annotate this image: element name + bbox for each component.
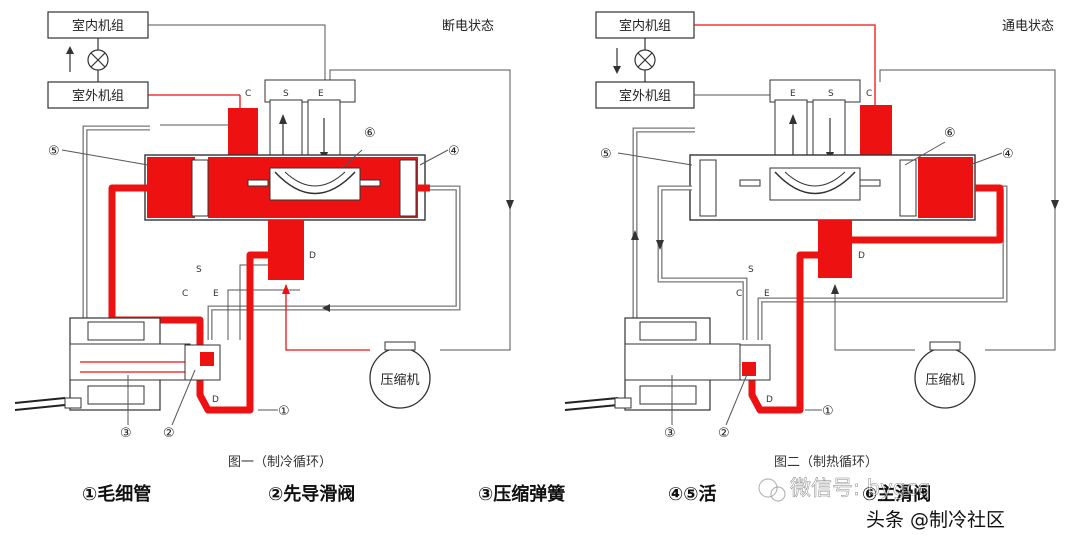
svg-text:C: C [866,89,872,99]
svg-text:E: E [318,89,324,99]
svg-text:E: E [764,289,770,299]
caption-figure2: 图二（制热循环） [774,455,878,470]
callout-3: ③ [120,426,132,441]
indoor-unit-label: 室内机组 [72,18,124,34]
svg-text:C: C [736,289,742,299]
legend-item-capillary: ①毛细管 [82,483,151,505]
svg-text:C: C [245,89,251,99]
svg-text:C: C [182,289,188,299]
callout-6: ⑥ [944,126,956,141]
figure-heating: 室内机组 室外机组 通电状态 E S C [564,11,1059,470]
callout-5: ⑤ [600,147,612,162]
svg-text:D: D [212,395,219,405]
indoor-unit-label: 室内机组 [619,18,671,34]
state-label: 通电状态 [1002,19,1054,34]
svg-text:S: S [196,265,202,275]
callout-1: ① [822,404,834,419]
svg-text:D: D [309,251,316,261]
svg-text:D: D [766,395,773,405]
legend-item-pilot-valve: ②先导滑阀 [268,483,355,505]
callout-4: ④ [448,144,460,159]
brand-credit: 头条 @制冷社区 [866,509,1005,531]
caption-figure1: 图一（制冷循环） [228,455,332,470]
legend-item-piston: ④⑤活 [668,483,716,505]
outdoor-unit-label: 室外机组 [72,88,124,104]
state-label: 断电状态 [442,19,494,34]
svg-text:D: D [858,251,865,261]
legend-item-spring: ③压缩弹簧 [478,483,565,505]
compressor-label: 压缩机 [380,372,419,388]
callout-2: ② [718,426,730,441]
compressor-label: 压缩机 [925,372,964,388]
svg-text:S: S [748,265,754,275]
wechat-watermark: 微信号: bygcq [758,476,931,502]
outdoor-unit-label: 室外机组 [619,88,671,104]
callout-3: ③ [664,426,676,441]
port-d-red [268,220,304,280]
svg-text:S: S [283,89,289,99]
legend-item-main-valve: ⑥主滑阀 [862,483,931,505]
svg-text:S: S [828,89,834,99]
svg-text:E: E [790,89,796,99]
figure-cooling: 室内机组 室外机组 断电状态 C S E [14,11,514,470]
callout-5: ⑤ [48,144,60,159]
watermark-text: 微信号: bygcq [790,476,931,500]
callout-6: ⑥ [364,126,376,141]
svg-text:E: E [213,289,219,299]
callout-2: ② [163,426,175,441]
legend: ①毛细管 ②先导滑阀 ③压缩弹簧 ④⑤活 ⑥主滑阀 [82,483,931,505]
callout-1: ① [278,404,290,419]
callout-4: ④ [1002,147,1014,162]
